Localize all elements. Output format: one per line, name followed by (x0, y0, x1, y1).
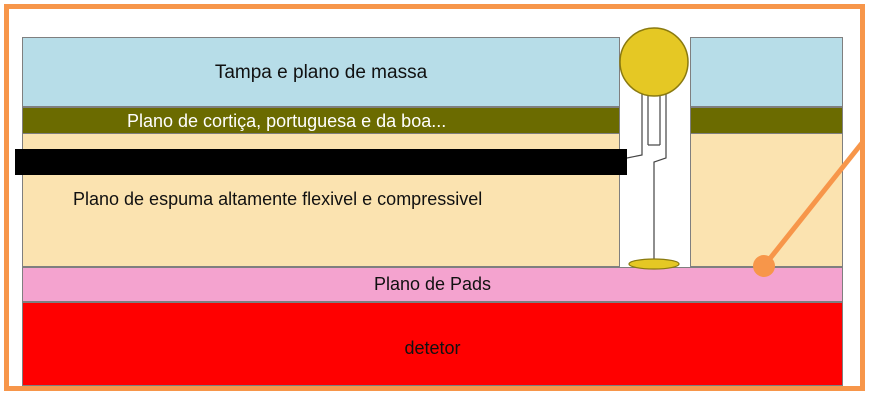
pointer-dot-icon (753, 255, 775, 277)
detector-label: detetor (404, 338, 461, 358)
probe-ball-icon (619, 27, 689, 97)
black-strip (15, 149, 627, 175)
detector: detetor (22, 302, 843, 386)
cork-plane: Plano de cortiça, portuguesa e da boa... (22, 107, 620, 134)
cover-ground-plane-label: Tampa e plano de massa (214, 62, 428, 83)
pointer-line (762, 141, 864, 268)
cover-ground-plane-right (690, 37, 843, 107)
cork-plane-right (690, 107, 843, 134)
pads-plane: Plano de Pads (22, 267, 843, 302)
foam-plane-label: Plano de espuma altamente flexivel e com… (73, 189, 483, 209)
probe-pad-icon (628, 258, 680, 270)
cover-ground-plane: Tampa e plano de massa (22, 37, 620, 107)
pads-plane-label: Plano de Pads (373, 274, 492, 294)
cork-plane-label: Plano de cortiça, portuguesa e da boa... (127, 111, 447, 131)
